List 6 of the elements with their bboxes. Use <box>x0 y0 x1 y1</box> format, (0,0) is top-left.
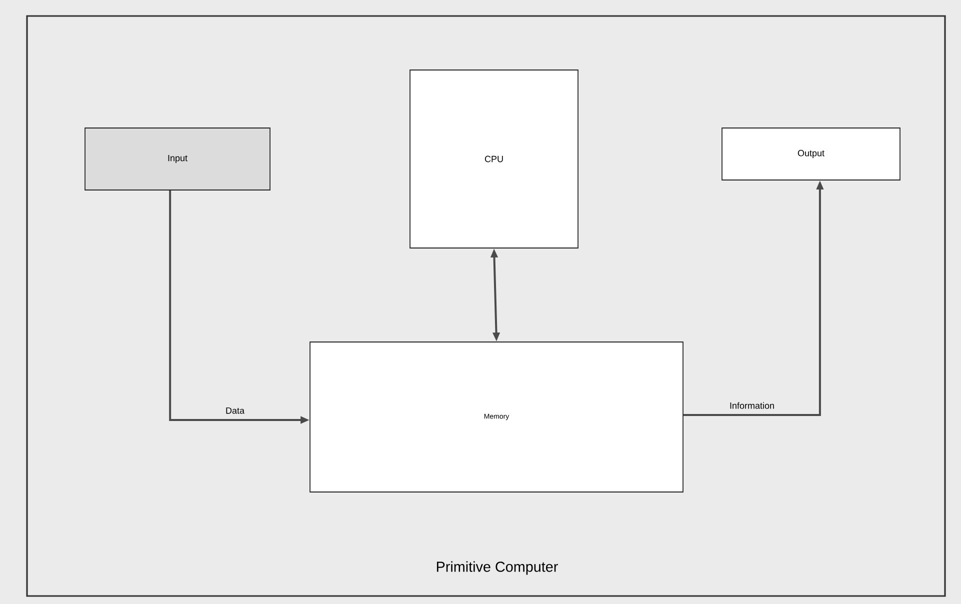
edge-label: Information <box>730 402 774 409</box>
block-box: Input <box>84 128 270 190</box>
caption: Primitive Computer <box>436 561 558 575</box>
block-box: CPU <box>410 70 578 248</box>
block-box: Output <box>722 128 900 180</box>
edge-label: Data <box>226 408 244 414</box>
